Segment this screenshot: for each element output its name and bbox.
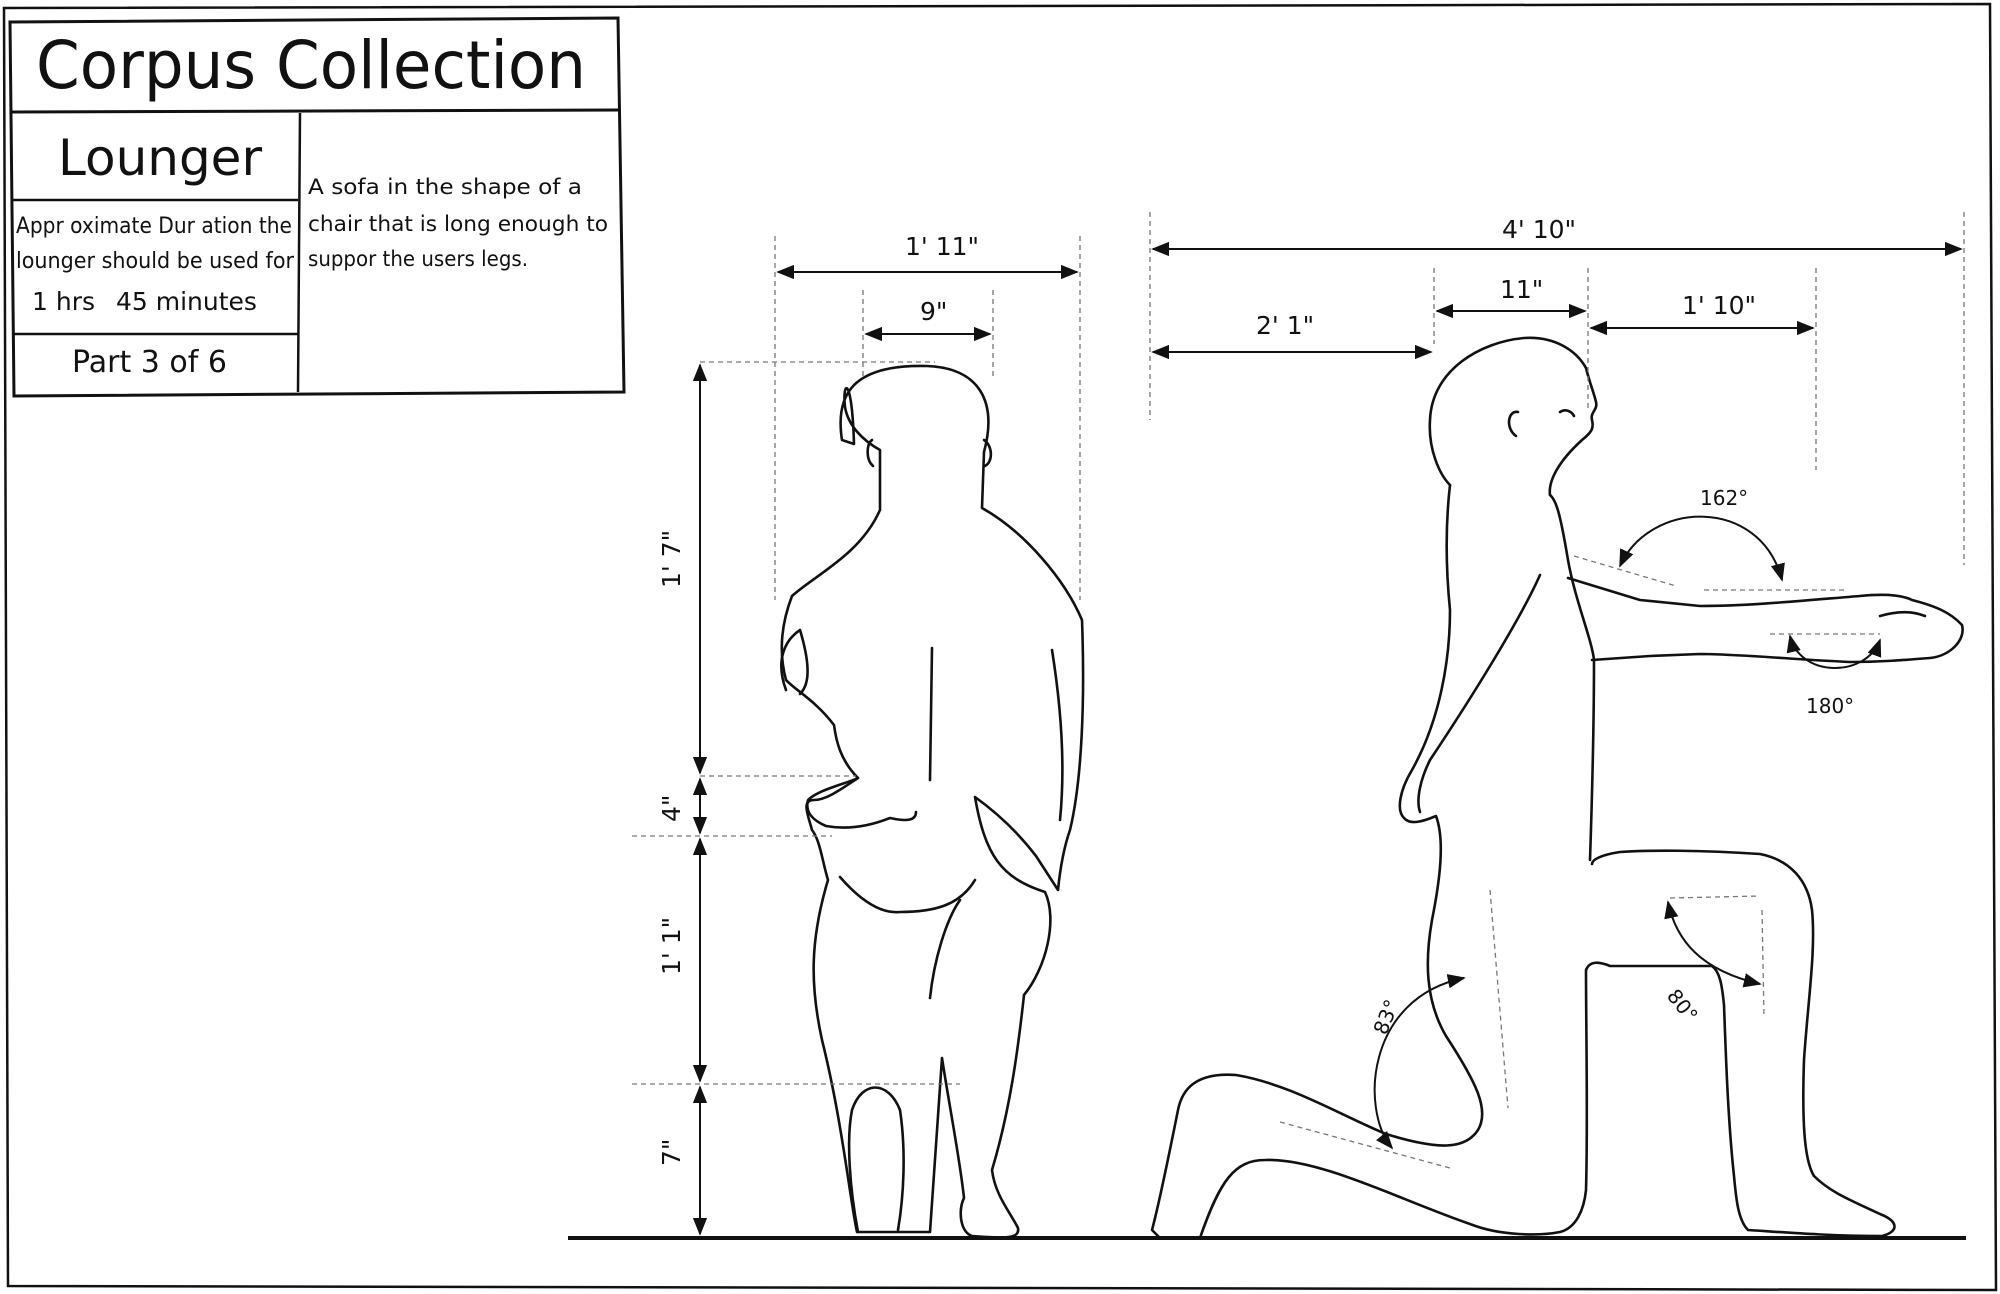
angle-hip: 83° — [1368, 996, 1404, 1038]
part-label: Part 3 of 6 — [72, 345, 227, 380]
title-block: Corpus Collection Lounger A sofa in the … — [8, 16, 626, 398]
angle-shoulder: 162° — [1700, 486, 1748, 510]
dim-rear-head-width: 9" — [920, 297, 947, 326]
side-view-figure — [1150, 336, 1964, 1240]
description-line-1: A sofa in the shape of a — [308, 175, 582, 199]
duration-minutes: 45 minutes — [116, 287, 257, 316]
title-block-frame — [8, 16, 626, 398]
collection-title: Corpus Collection — [36, 27, 586, 104]
side-view-dimensions: 4' 10" 2' 1" 11" 1' 10" — [1149, 212, 1965, 565]
dim-rear-torso-height: 1' 7" — [657, 530, 686, 588]
dim-rear-thigh-height: 1' 1" — [657, 917, 686, 975]
angle-knee: 80° — [1662, 984, 1703, 1027]
description-line-2: chair that is long enough to — [308, 212, 608, 236]
product-name: Lounger — [58, 129, 262, 187]
duration-line-2: lounger should be used for — [16, 249, 295, 274]
dim-rear-shoulder-width: 1' 11" — [905, 232, 979, 261]
angle-wrist: 180° — [1806, 694, 1854, 718]
dim-rear-waist-height: 4" — [657, 795, 686, 822]
duration-hours: 1 hrs — [32, 287, 95, 316]
dim-side-back-offset: 2' 1" — [1256, 311, 1314, 340]
joint-angles: 162° 180° 83° 80° — [1279, 486, 1882, 1169]
dim-side-total-length: 4' 10" — [1502, 215, 1576, 244]
rear-view-dimensions: 1' 11" 9" 1' 7" 4" 1' 1" 7" — [632, 232, 1081, 1236]
rear-view-figure — [780, 364, 1085, 1239]
description-line-3: suppor the users legs. — [308, 247, 528, 271]
duration-line-1: Appr oximate Dur ation the — [16, 214, 292, 239]
dim-rear-shin-height: 7" — [657, 1139, 686, 1166]
dim-side-head-depth: 11" — [1500, 275, 1543, 304]
dim-side-arm-reach: 1' 10" — [1682, 291, 1756, 320]
